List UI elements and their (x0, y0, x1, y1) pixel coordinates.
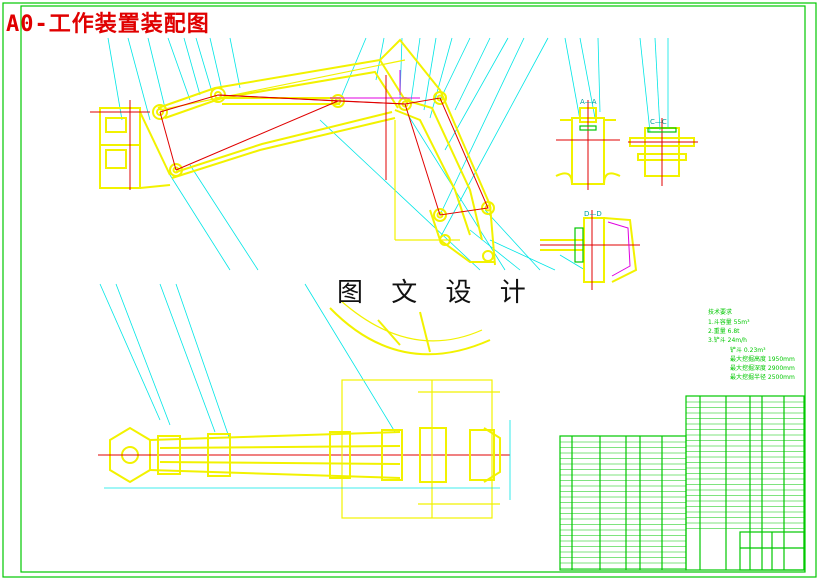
parts-table (559, 395, 805, 571)
bucket-arc (329, 299, 491, 356)
drawing-title: A0-工作装置装配图 (6, 12, 210, 37)
top-view (98, 283, 511, 519)
tech-note: 最大挖掘深度 2900mm (730, 364, 795, 372)
table-rows (560, 401, 804, 569)
section-c-c (628, 118, 698, 186)
tech-note: 1.斗容量 55m³ (708, 318, 750, 326)
tech-note: 最大挖掘高度 1950mm (730, 355, 795, 363)
tech-note: 最大挖掘半径 2500mm (730, 373, 795, 381)
inner-border (20, 5, 806, 573)
section-label-d: D—D (584, 210, 602, 218)
tech-note: 3.铲斗 24m/h (708, 336, 747, 344)
watermark-text: 图 文 设 计 (337, 278, 536, 308)
tech-note: 2.重量 6.8t (708, 327, 740, 335)
top-leaders (107, 37, 669, 239)
main-view (90, 38, 496, 266)
section-a-a (555, 100, 621, 190)
section-d-d (540, 210, 640, 290)
lower-leaders (169, 114, 586, 271)
tech-note: 铲斗 0.23m³ (730, 346, 766, 354)
section-label-c: C—C (650, 118, 667, 126)
tech-notes-heading: 技术要求 (708, 308, 732, 316)
section-label-a: A—A (580, 98, 597, 106)
